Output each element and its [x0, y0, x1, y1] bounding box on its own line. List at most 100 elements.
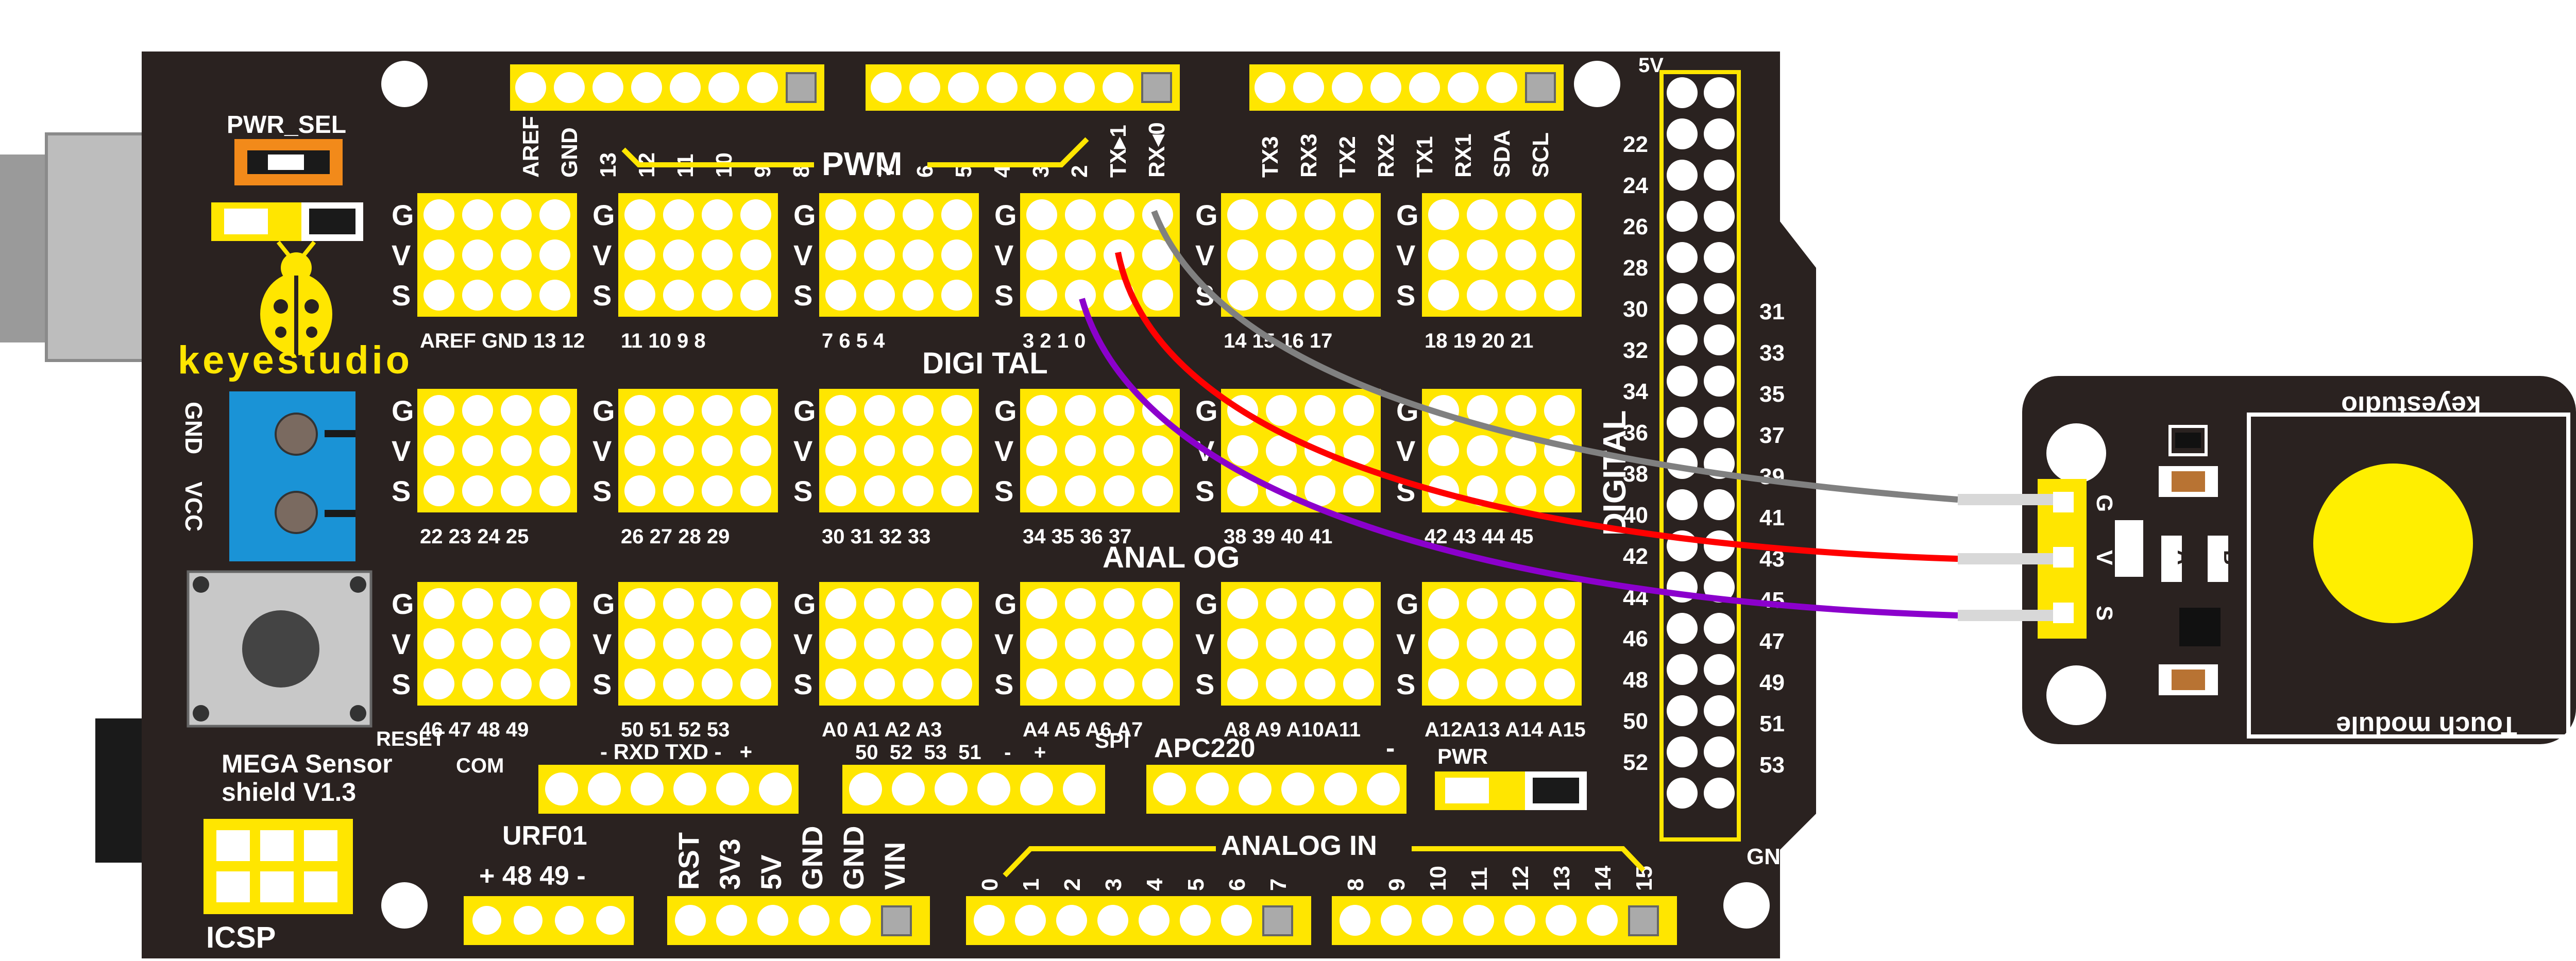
right-pin-label: 28	[1623, 255, 1648, 281]
header-pin	[1704, 201, 1735, 232]
block-pin	[1142, 280, 1173, 311]
block-pin	[702, 475, 733, 506]
header-pin	[554, 72, 585, 103]
block-pin-numbers: A8 A9 A10A11	[1224, 718, 1361, 741]
block-pin	[1505, 668, 1536, 699]
block-pin	[1343, 199, 1374, 230]
block-pin	[624, 435, 655, 466]
power-terminal-block[interactable]	[229, 391, 355, 561]
module-brand: keyestudio	[2341, 390, 2481, 420]
block-pin-numbers: 30 31 32 33	[822, 525, 930, 548]
header-pin	[1015, 905, 1046, 936]
header-pin	[1704, 407, 1735, 438]
header-pin-label: TX3	[1258, 136, 1283, 178]
block-pin	[501, 199, 532, 230]
header-pin-label: 5	[1183, 879, 1209, 891]
block-pin	[462, 435, 493, 466]
block-pin	[624, 668, 655, 699]
block-pin	[663, 199, 694, 230]
block-pin	[423, 435, 454, 466]
mounting-holes	[381, 61, 1770, 929]
header-pin	[1281, 773, 1314, 805]
header-pin-label: TX2	[1335, 136, 1360, 178]
block-pin	[1505, 395, 1536, 426]
block-pin	[1467, 668, 1498, 699]
header-pin	[1370, 72, 1401, 103]
block-pin	[1343, 628, 1374, 659]
wire-signal	[1079, 298, 1958, 619]
gvs-label: V	[592, 628, 612, 660]
header-pin	[1704, 572, 1735, 603]
block-pin	[539, 668, 570, 699]
block-pin	[1104, 395, 1134, 426]
block-pin	[1304, 588, 1335, 619]
header-pin	[1139, 905, 1170, 936]
block-pin	[1227, 628, 1258, 659]
block-pin-numbers: 7 6 5 4	[822, 330, 885, 352]
block-pin	[1544, 280, 1575, 311]
gvs-label: G	[392, 199, 414, 231]
right-pin-label: 46	[1623, 626, 1648, 651]
analog-label: ANAL OG	[1103, 541, 1240, 574]
header-pin	[1667, 77, 1698, 108]
gvs-label: V	[994, 435, 1013, 467]
header-pin-label: GND	[837, 826, 870, 890]
block-pin	[624, 280, 655, 311]
header-pin	[1196, 773, 1229, 805]
gvs-label: S	[793, 668, 812, 700]
header-pin	[1704, 489, 1735, 520]
block-pin	[864, 588, 895, 619]
header-pin-label: 3V3	[714, 838, 746, 890]
block-pin	[825, 588, 856, 619]
header-pin	[1293, 72, 1324, 103]
module-pin-s: S	[2092, 606, 2117, 621]
header-pin-label: 8	[1343, 879, 1368, 891]
block-pin	[1266, 628, 1297, 659]
header-pin	[515, 72, 546, 103]
right-pin-label: 22	[1623, 132, 1648, 157]
gvs-label: V	[793, 239, 812, 271]
block-pin	[624, 475, 655, 506]
pwr-sel-switch[interactable]	[234, 139, 343, 185]
block-pin	[1026, 199, 1057, 230]
block-pin	[1142, 588, 1173, 619]
block-pin	[624, 628, 655, 659]
block-pin	[501, 435, 532, 466]
right-pin-label: 41	[1759, 505, 1785, 530]
header-pin	[1097, 905, 1128, 936]
header-pin	[1704, 366, 1735, 397]
header-pin-label: 2	[1060, 879, 1085, 891]
rxd-txd-label: - RXD TXD - +	[600, 740, 752, 764]
block-pin-numbers: A4 A5 A6 A7	[1023, 718, 1143, 741]
gvs-label: S	[793, 475, 812, 507]
block-pin	[663, 628, 694, 659]
reset-button[interactable]	[187, 570, 372, 728]
header-pin	[1463, 905, 1494, 936]
header-pin	[1486, 72, 1517, 103]
block-pin	[1343, 395, 1374, 426]
urf01-pins: + 48 49 -	[479, 861, 586, 891]
header-pin-label: RX1	[1451, 133, 1476, 178]
block-pin-numbers: 22 23 24 25	[420, 525, 529, 548]
block-pin	[825, 199, 856, 230]
gvs-label: V	[592, 435, 612, 467]
block-pin	[864, 668, 895, 699]
pwm-label: PWM	[822, 145, 902, 182]
gvs-label: V	[392, 435, 411, 467]
header-pin-label: 7	[874, 165, 899, 178]
header-pin-label: 4	[1142, 878, 1167, 891]
gvs-label: V	[1195, 628, 1214, 660]
header-pin	[1667, 489, 1698, 520]
block-pin	[1343, 475, 1374, 506]
header-pin-label: TX1	[1412, 136, 1437, 178]
header-pin	[1704, 778, 1735, 809]
block-pin	[941, 239, 972, 270]
touch-pad[interactable]	[2313, 464, 2473, 623]
header-pin	[759, 773, 792, 805]
block-pin	[501, 475, 532, 506]
header-pin	[1667, 778, 1698, 809]
block-pin	[501, 280, 532, 311]
gvs-label: V	[793, 628, 812, 660]
gvs-label: S	[1195, 475, 1214, 507]
block-pin	[1428, 280, 1459, 311]
